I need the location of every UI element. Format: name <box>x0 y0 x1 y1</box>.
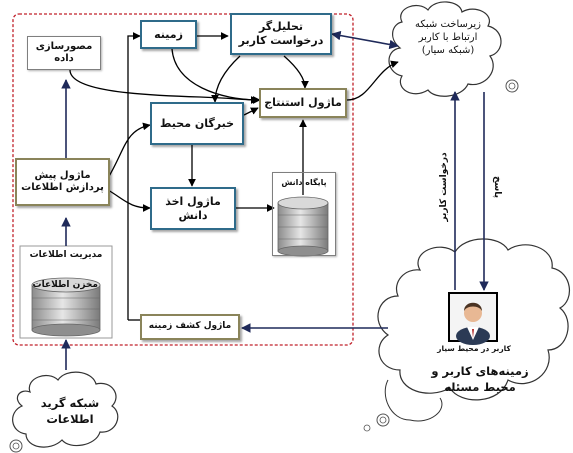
grid-cloud-label: شبکه گرید اطلاعات <box>40 396 100 426</box>
response-label: پاسخ <box>492 175 502 199</box>
context-discovery-label: ماژول کشف زمینه <box>148 321 232 332</box>
preprocessing-module-box: ماژول پیش پردازش اطلاعات <box>15 158 110 206</box>
info-store-label: مخزن اطلاعات <box>32 280 98 290</box>
info-management-title: مدیریت اطلاعات <box>29 250 103 260</box>
inference-module-label: ماژول استنتاج <box>264 96 342 110</box>
data-visualization-box: مصورسازی داده <box>27 36 101 70</box>
preprocessing-module-label: ماژول پیش پردازش اطلاعات <box>21 169 104 194</box>
user-context-cloud-label: زمینه‌های کاربر و محیط مسئله <box>431 364 529 394</box>
environment-experts-label: خبرگان محیط <box>160 116 235 130</box>
request-analyzer-box: تحلیل‌گر درخواست کاربر <box>230 13 332 55</box>
data-visualization-label: مصورسازی داده <box>35 40 93 65</box>
context-label: زمینه <box>154 27 183 41</box>
context-box: زمینه <box>140 20 197 49</box>
grid-cloud-shape <box>9 371 119 453</box>
user-label: کاربر در محیط سیار <box>437 344 511 353</box>
flow-arrows <box>69 32 399 321</box>
context-discovery-box: ماژول کشف زمینه <box>140 314 240 340</box>
user-request-label: درخواست کاربر <box>439 152 449 222</box>
environment-experts-box: خبرگان محیط <box>150 102 244 145</box>
knowledge-base-cylinder <box>277 196 329 257</box>
knowledge-acquisition-box: ماژول اخذ دانش <box>150 187 236 230</box>
knowledge-base-box: پایگاه دانش <box>272 172 336 256</box>
user-interface-cloud-shape <box>388 1 519 97</box>
user-interface-cloud-label: زیرساخت شبکه ارتباط با کاربر (شبکه سیار) <box>414 19 481 56</box>
inference-module-box: ماژول استنتاج <box>259 88 347 118</box>
navy-arrows <box>61 30 489 370</box>
user-avatar-icon <box>448 292 498 345</box>
system-boundary <box>12 13 354 346</box>
knowledge-acquisition-label: ماژول اخذ دانش <box>165 194 221 222</box>
knowledge-base-label: پایگاه دانش <box>281 178 327 187</box>
request-analyzer-label: تحلیل‌گر درخواست کاربر <box>238 20 324 47</box>
info-store-cylinder <box>31 277 101 337</box>
